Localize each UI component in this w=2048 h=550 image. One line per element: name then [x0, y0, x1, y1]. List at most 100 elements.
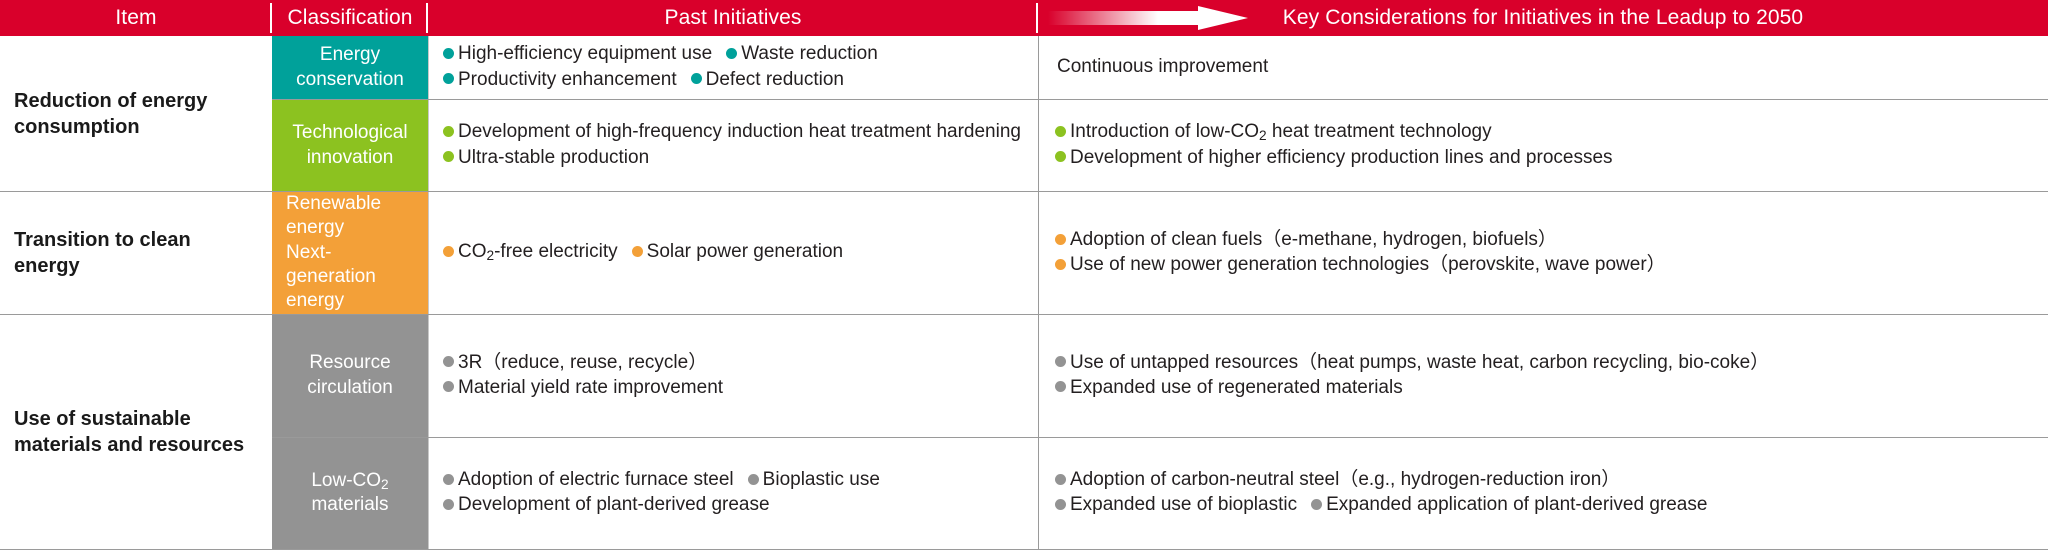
bullet-line: Adoption of clean fuels（e-methane, hydro… [1055, 228, 2038, 253]
plain-text: Continuous improvement [1057, 56, 1269, 78]
group-rows: Energy conservation High-efficiency equi… [272, 36, 2048, 191]
bullet-icon [631, 246, 643, 258]
bullet-icon [1055, 126, 1066, 138]
list-item-label: Adoption of carbon-neutral steel（e.g., h… [1070, 469, 1621, 491]
bullet-icon [1055, 356, 1066, 368]
bullet-line: Material yield rate improvement [443, 376, 1028, 401]
list-item: 3R（reduce, reuse, recycle） [443, 351, 707, 376]
column-header-item: Item [0, 0, 272, 36]
key-considerations-cell: Use of untapped resources（heat pumps, wa… [1038, 314, 2048, 437]
list-item-label: Development of higher efficiency product… [1070, 146, 1613, 168]
bullet-icon [1055, 151, 1066, 163]
bullet-icon [1311, 499, 1323, 511]
list-item: Adoption of clean fuels（e-methane, hydro… [1055, 228, 1557, 253]
table-header-row: Item Classification Past Initiatives Key… [0, 0, 2048, 36]
bullet-line: Ultra-stable production [443, 146, 1028, 171]
item-label: Transition to clean energy [14, 228, 191, 277]
column-header-key-considerations: Key Considerations for Initiatives in th… [1282, 6, 1804, 29]
item-label: Reduction of energy consumption [14, 89, 208, 138]
list-item-label: Adoption of clean fuels（e-methane, hydro… [1070, 228, 1557, 250]
column-header-classification: Classification [272, 0, 428, 36]
bullet-icon [747, 474, 759, 486]
list-item-label: Bioplastic use [762, 469, 880, 491]
list-item: Development of higher efficiency product… [1055, 146, 1613, 171]
bullet-line: CO2-free electricity Solar power generati… [443, 240, 1028, 265]
table-group-reduction-of-energy-consumption: Reduction of energy consumption Energy c… [0, 36, 2048, 192]
list-item-label: Material yield rate improvement [458, 376, 724, 398]
bullet-line: 3R（reduce, reuse, recycle） [443, 351, 1028, 376]
list-item-label: 3R（reduce, reuse, recycle） [458, 351, 708, 373]
list-item: Use of new power generation technologies… [1055, 253, 1666, 278]
list-item-label: Expanded use of bioplastic [1070, 494, 1298, 516]
list-item-label: Development of high-frequency induction … [458, 121, 1021, 143]
table-row: Energy conservation High-efficiency equi… [272, 36, 2048, 99]
bullet-icon [443, 151, 454, 163]
list-item-label: Development of plant-derived grease [458, 494, 770, 516]
past-initiatives-cell: CO2-free electricity Solar power generati… [428, 192, 1038, 314]
bullet-icon [443, 381, 454, 393]
list-item-label: Waste reduction [741, 43, 878, 65]
bullet-line: Development of higher efficiency product… [1055, 146, 2038, 171]
bullet-line: High-efficiency equipment use Waste reduc… [443, 42, 1028, 67]
key-considerations-cell: Introduction of low-CO2 heat treatment t… [1038, 100, 2048, 191]
bullet-line: Productivity enhancement Defect reduction [443, 68, 1028, 93]
key-considerations-cell: Continuous improvement [1038, 36, 2048, 99]
list-item-label: Productivity enhancement [458, 68, 677, 90]
key-considerations-cell: Adoption of carbon-neutral steel（e.g., h… [1038, 437, 2048, 549]
table-group-use-of-sustainable-materials: Use of sustainable materials and resourc… [0, 314, 2048, 550]
bullet-icon [443, 499, 454, 511]
table-row: Technological innovation Development of … [272, 99, 2048, 191]
list-item: High-efficiency equipment use [443, 42, 712, 67]
list-item: Development of high-frequency induction … [443, 120, 1028, 145]
bullet-icon [443, 246, 454, 258]
list-item: Solar power generation [631, 240, 844, 265]
list-item: Expanded application of plant-derived gr… [1311, 493, 1707, 518]
list-item: Expanded use of regenerated materials [1055, 376, 1403, 401]
bullet-icon [1055, 233, 1066, 245]
past-initiatives-cell: Adoption of electric furnace steel Biopla… [428, 437, 1038, 549]
list-item: Adoption of electric furnace steel [443, 468, 734, 493]
bullet-icon [690, 73, 702, 85]
list-item: Defect reduction [690, 68, 844, 93]
column-header-past-initiatives: Past Initiatives [428, 0, 1038, 36]
bullet-line: Expanded use of bioplastic Expanded appli… [1055, 493, 2038, 518]
bullet-icon [443, 356, 454, 368]
list-item: Bioplastic use [747, 468, 880, 493]
item-label: Use of sustainable materials and resourc… [14, 407, 245, 456]
list-item-label: Introduction of low-CO2 heat treatment t… [1070, 121, 1492, 144]
bullet-icon [443, 73, 454, 85]
list-item-label: Expanded application of plant-derived gr… [1326, 494, 1708, 516]
list-item-label: Expanded use of regenerated materials [1070, 376, 1403, 398]
bullet-line: Introduction of low-CO2 heat treatment t… [1055, 120, 2038, 145]
table-body: Reduction of energy consumption Energy c… [0, 36, 2048, 550]
list-item-label: Defect reduction [705, 68, 844, 90]
past-initiatives-cell: High-efficiency equipment use Waste reduc… [428, 36, 1038, 99]
list-item-label: Ultra-stable production [458, 146, 650, 168]
past-initiatives-cell: Development of high-frequency induction … [428, 100, 1038, 191]
list-item: Ultra-stable production [443, 146, 649, 171]
past-initiatives-cell: 3R（reduce, reuse, recycle） Material yiel… [428, 314, 1038, 437]
list-item-label: High-efficiency equipment use [458, 43, 713, 65]
bullet-icon [443, 126, 454, 138]
list-item-label: CO2-free electricity [458, 241, 618, 264]
classification-energy-conservation: Energy conservation [272, 36, 428, 99]
list-item: Productivity enhancement [443, 68, 677, 93]
bullet-icon [1055, 499, 1066, 511]
list-item-label: Solar power generation [646, 241, 844, 263]
bullet-line: Expanded use of regenerated materials [1055, 376, 2038, 401]
list-item: Waste reduction [726, 42, 878, 67]
list-item: Development of plant-derived grease [443, 493, 770, 518]
list-item: CO2-free electricity [443, 240, 618, 265]
bullet-line: Adoption of electric furnace steel Biopla… [443, 468, 1028, 493]
table-group-transition-to-clean-energy: Transition to clean energy Renewable ene… [0, 192, 2048, 315]
table-row: Low-CO2 materials Adoption of electric f… [272, 436, 2048, 549]
